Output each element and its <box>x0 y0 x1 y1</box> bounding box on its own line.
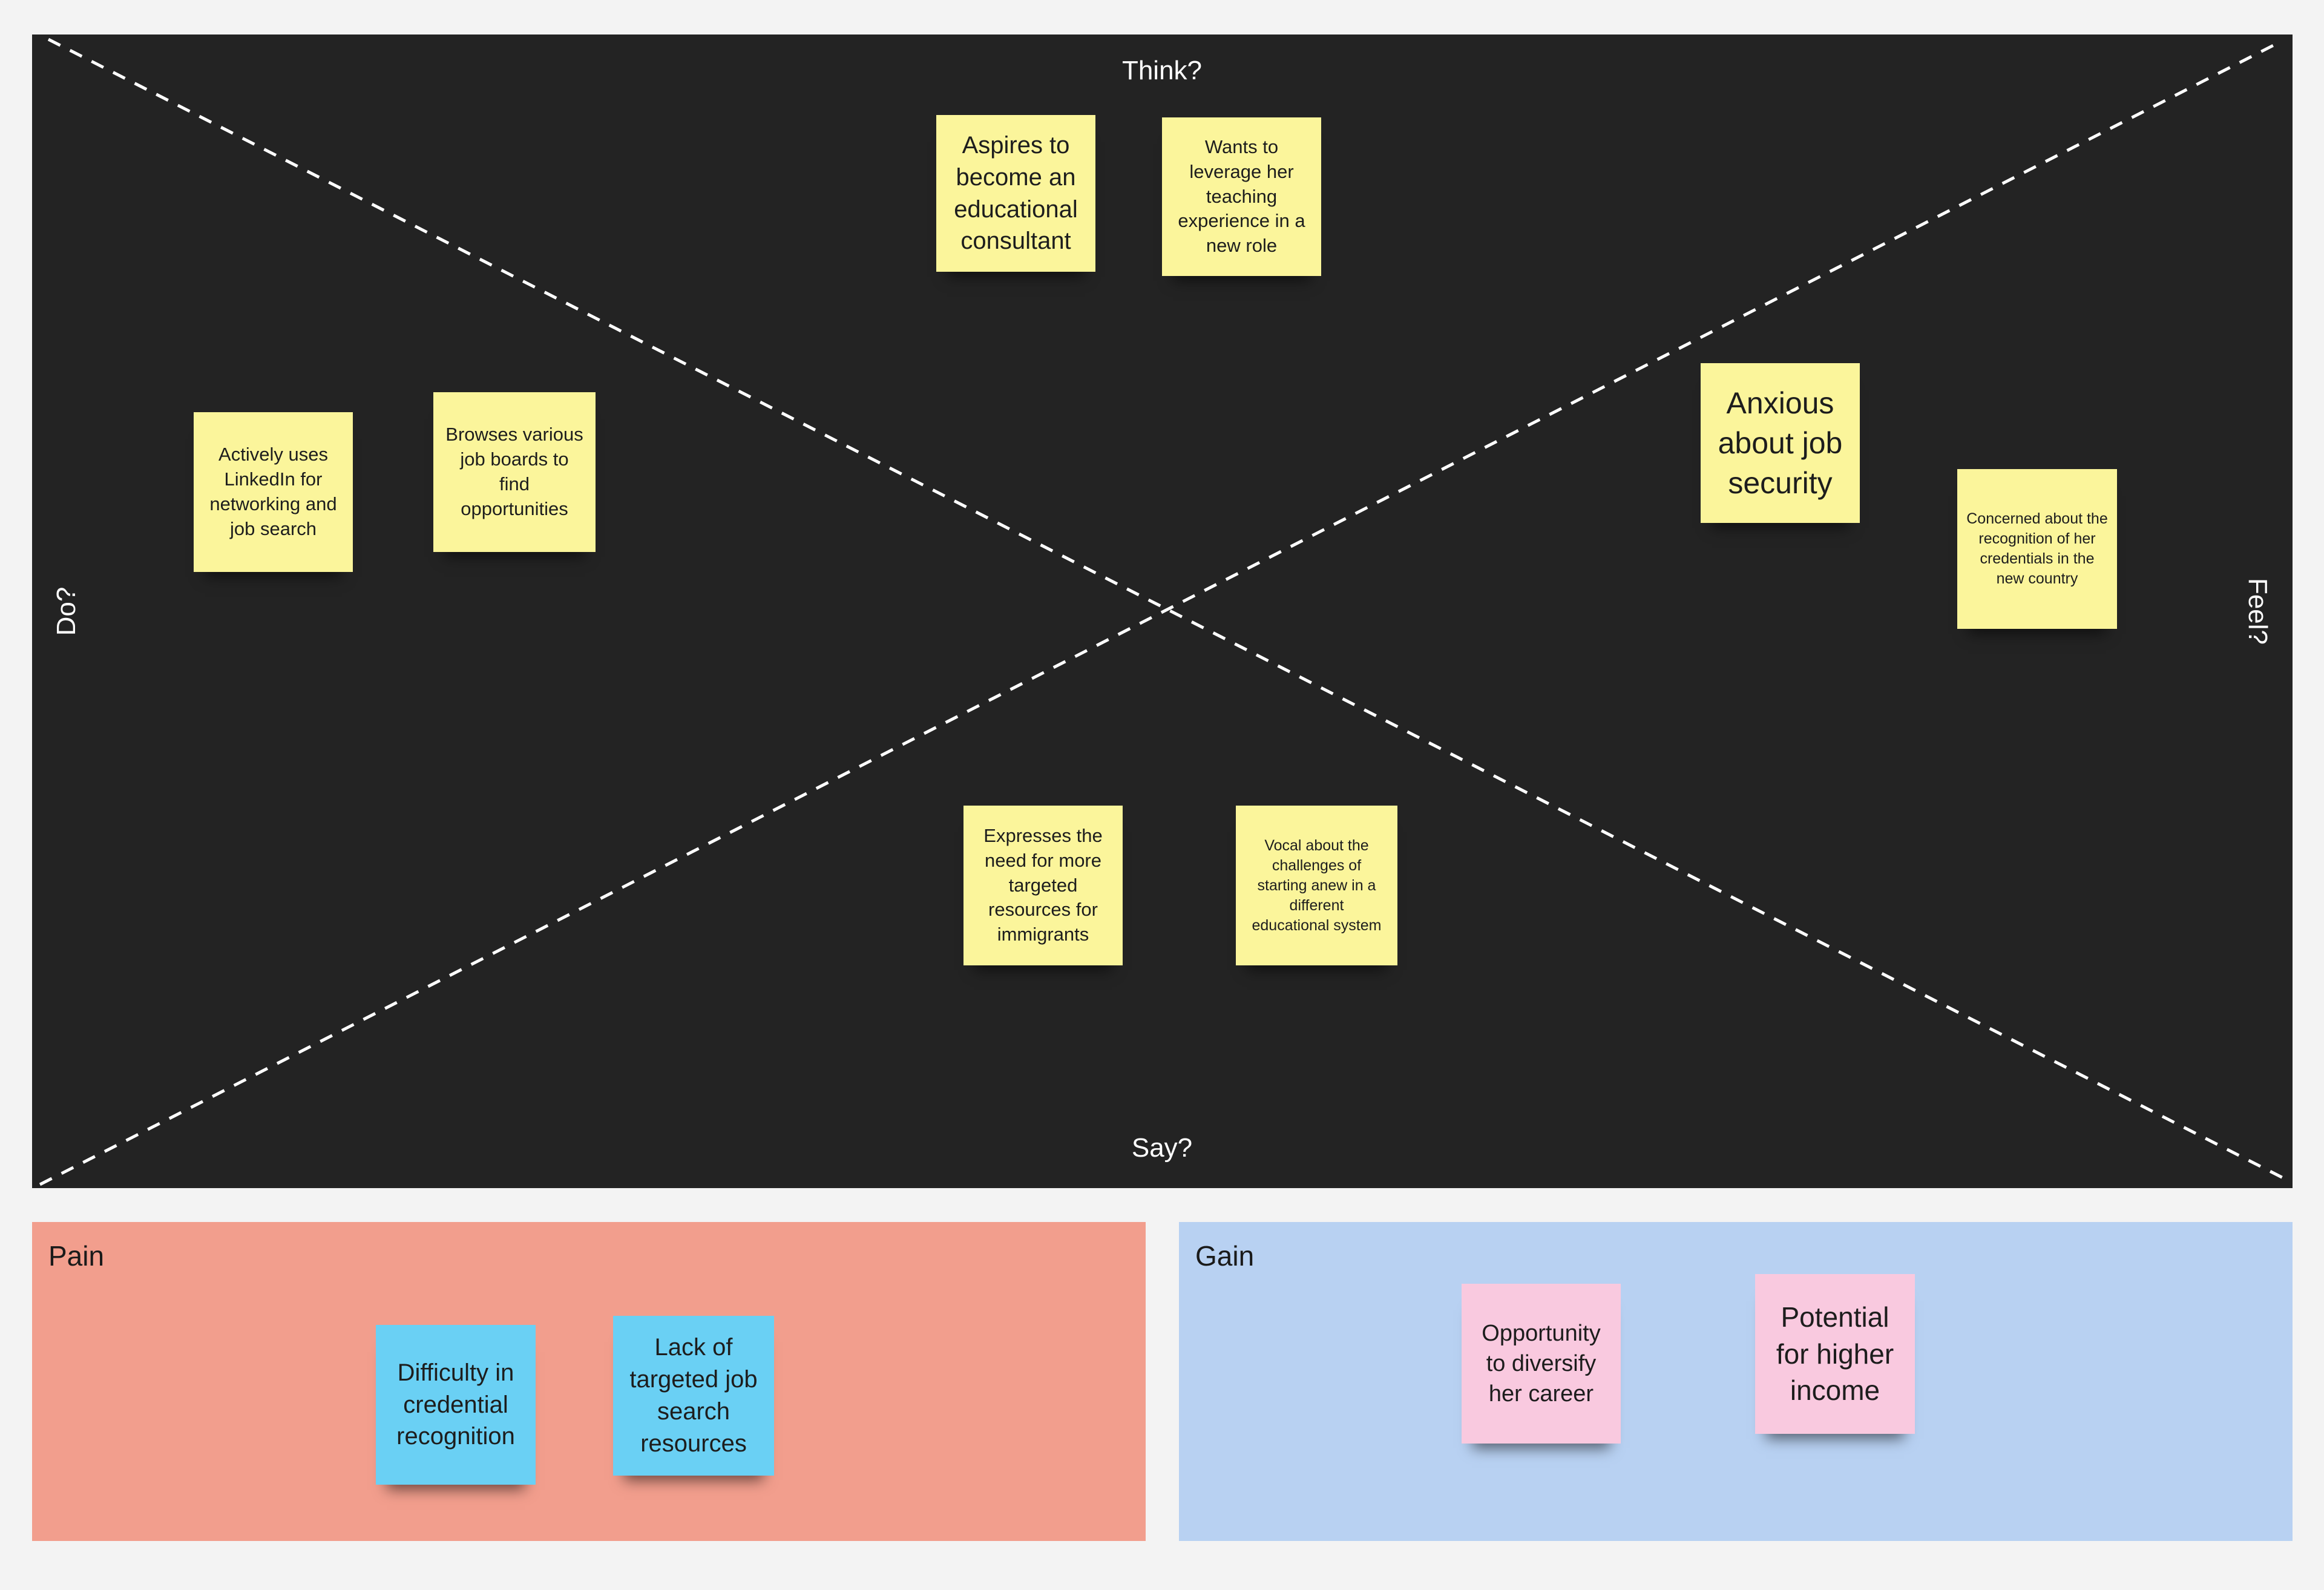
sticky-note-gain-higher-income[interactable]: Potential for higher income <box>1755 1274 1915 1434</box>
sticky-note-do-job-boards[interactable]: Browses various job boards to find oppor… <box>433 392 596 552</box>
diagonal-line-bottom-left-to-top-right <box>39 41 2280 1186</box>
say-quadrant-label: Say? <box>1131 1133 1193 1163</box>
sticky-note-text: Lack of targeted job search resources <box>629 1334 758 1457</box>
sticky-note-think-aspires[interactable]: Aspires to become an educational consult… <box>936 115 1095 272</box>
sticky-note-text: Browses various job boards to find oppor… <box>445 424 583 519</box>
sticky-note-text: Aspires to become an educational consult… <box>954 131 1078 255</box>
sticky-note-text: Wants to leverage her teaching experienc… <box>1178 136 1305 257</box>
sticky-note-pain-credential-recognition[interactable]: Difficulty in credential recognition <box>376 1325 536 1485</box>
sticky-note-gain-diversify-career[interactable]: Opportunity to diversify her career <box>1462 1284 1621 1444</box>
gain-panel: Gain Opportunity to diversify her career… <box>1179 1222 2293 1541</box>
diagonal-line-top-left-to-bottom-right <box>47 38 2289 1182</box>
sticky-note-text: Opportunity to diversify her career <box>1482 1320 1601 1407</box>
diagonal-dividers <box>39 38 2289 1186</box>
sticky-note-feel-credentials[interactable]: Concerned about the recognition of her c… <box>1957 469 2117 629</box>
empathy-map-board: Think? Say? Do? Feel? Aspires to become … <box>32 34 2293 1188</box>
sticky-note-say-challenges[interactable]: Vocal about the challenges of starting a… <box>1236 806 1397 965</box>
sticky-note-say-resources[interactable]: Expresses the need for more targeted res… <box>963 806 1123 965</box>
sticky-note-text: Anxious about job security <box>1718 386 1843 500</box>
sticky-note-text: Actively uses LinkedIn for networking an… <box>209 444 337 539</box>
think-quadrant-label: Think? <box>1121 56 1203 85</box>
sticky-note-text: Difficulty in credential recognition <box>396 1359 515 1450</box>
sticky-note-pain-job-resources[interactable]: Lack of targeted job search resources <box>613 1316 774 1476</box>
sticky-note-think-leverage[interactable]: Wants to leverage her teaching experienc… <box>1162 117 1321 276</box>
pain-panel-title: Pain <box>48 1240 105 1272</box>
sticky-note-text: Potential for higher income <box>1776 1301 1894 1407</box>
sticky-note-feel-anxious[interactable]: Anxious about job security <box>1701 363 1860 523</box>
do-quadrant-label: Do? <box>51 586 81 636</box>
sticky-note-text: Vocal about the challenges of starting a… <box>1252 836 1382 934</box>
sticky-note-text: Expresses the need for more targeted res… <box>983 824 1103 945</box>
sticky-note-text: Concerned about the recognition of her c… <box>1966 510 2108 587</box>
feel-quadrant-label: Feel? <box>2243 577 2273 645</box>
sticky-note-do-linkedin[interactable]: Actively uses LinkedIn for networking an… <box>194 412 353 572</box>
gain-panel-title: Gain <box>1195 1240 1255 1272</box>
pain-panel: Pain Difficulty in credential recognitio… <box>32 1222 1146 1541</box>
